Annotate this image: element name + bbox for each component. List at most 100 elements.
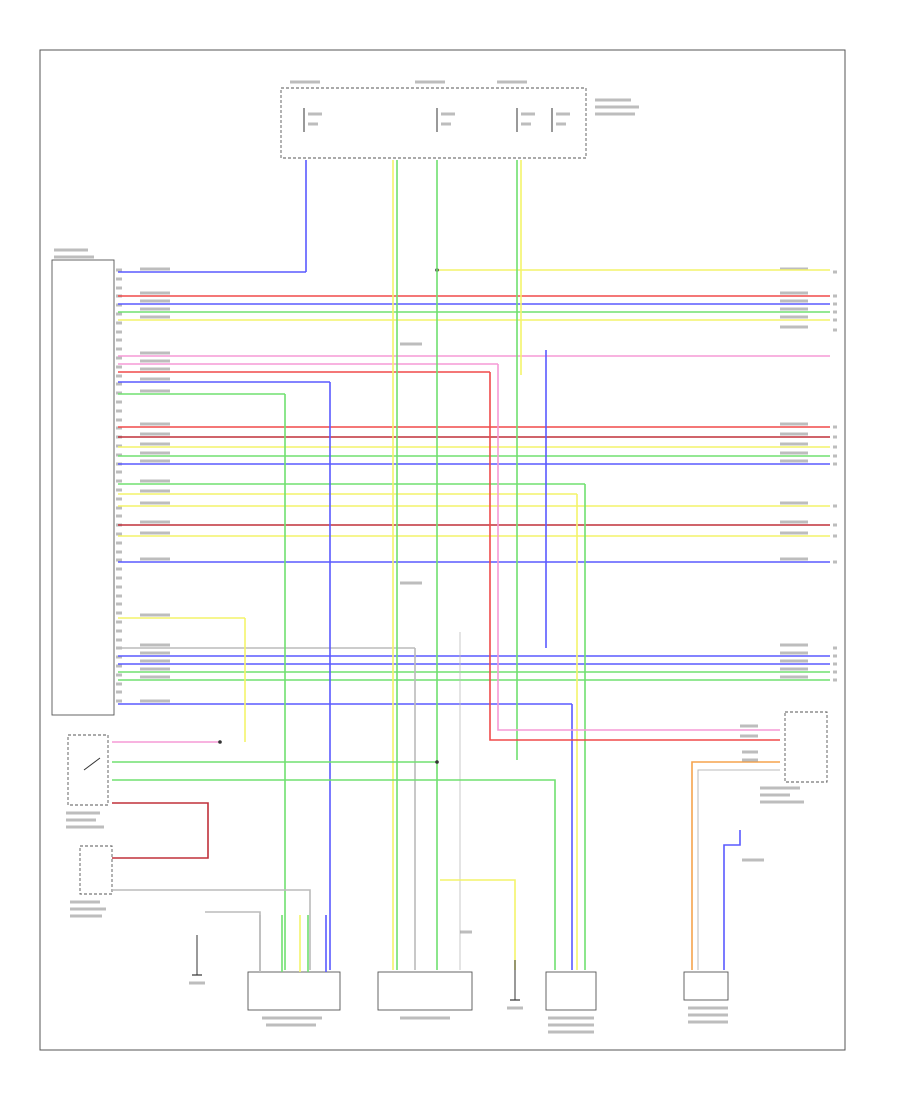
transaxle-switch-label-3 xyxy=(66,825,104,829)
control-module-right-label-1 xyxy=(548,1016,594,1020)
ecm-pin-30 xyxy=(116,532,122,536)
ecm-pin-27 xyxy=(116,506,122,510)
ecm-pin-36 xyxy=(116,585,122,589)
speed-sensor-label-1 xyxy=(760,786,800,790)
ecm-pin-9 xyxy=(116,347,122,351)
page-frame xyxy=(39,49,846,1051)
ecm-wire-label-4 xyxy=(140,315,170,319)
right-connector-pin-16 xyxy=(833,654,837,658)
ecm-wire-label-8 xyxy=(140,377,170,381)
ecm-wire-label-0 xyxy=(140,267,170,271)
right-wire-label-2 xyxy=(780,299,808,303)
transmission-sensor-label-2 xyxy=(266,1023,316,1027)
ecm-pin-6 xyxy=(116,321,122,325)
ecm-pin-40 xyxy=(116,620,122,624)
right-wire-label-18 xyxy=(780,667,808,671)
fuse-feed-label-2 xyxy=(400,581,422,585)
ground-label-1 xyxy=(507,1006,523,1010)
fuse-rating-1 xyxy=(441,122,451,126)
ecm-pin-25 xyxy=(116,488,122,492)
right-connector-pin-11 xyxy=(833,504,837,508)
transaxle-switch-label-1 xyxy=(66,811,100,815)
ecm-wire-label-19 xyxy=(140,531,170,535)
right-wire-label-16 xyxy=(780,651,808,655)
ecm-wire-label-17 xyxy=(140,501,170,505)
ecm-pin-28 xyxy=(116,514,122,518)
ecm-wire-label-14 xyxy=(140,459,170,463)
right-wire-label-8 xyxy=(780,442,808,446)
ecm-pin-12 xyxy=(116,374,122,378)
ecm-pin-34 xyxy=(116,567,122,571)
right-connector-pin-8 xyxy=(833,445,837,449)
fuse-label-1 xyxy=(441,112,455,116)
ecm-pin-41 xyxy=(116,629,122,633)
trans-ground-wire xyxy=(205,911,261,972)
range-switch-label-2 xyxy=(688,1013,728,1017)
ecm-pin-21 xyxy=(116,453,122,457)
automatic-switch xyxy=(79,845,113,895)
range-switch-label-1 xyxy=(688,1006,728,1010)
transaxle-switch-contact xyxy=(83,757,101,771)
ecm-subtitle xyxy=(54,255,94,259)
ecm-wire-label-21 xyxy=(140,613,170,617)
speed-sensor xyxy=(784,711,828,783)
ecm-wire-label-5 xyxy=(140,351,170,355)
ecm-wire-label-25 xyxy=(140,667,170,671)
range-switch-label-3 xyxy=(688,1020,728,1024)
ecm-pin-8 xyxy=(116,338,122,342)
right-wire-label-12 xyxy=(780,520,808,524)
ecm-pin-35 xyxy=(116,576,122,580)
right-connector-pin-2 xyxy=(833,302,837,306)
ecm-wire-label-13 xyxy=(140,451,170,455)
ecm-pin-49 xyxy=(116,699,122,703)
speed-sensor-label-3 xyxy=(760,800,804,804)
right-connector-pin-17 xyxy=(833,662,837,666)
speed-orange-wire xyxy=(691,761,780,970)
ecm-wire-label-1 xyxy=(140,291,170,295)
ecm-wire-label-16 xyxy=(140,489,170,493)
switch-red-loop xyxy=(112,802,209,859)
ecm-pin-18 xyxy=(116,426,122,430)
fuse-feed-label-1 xyxy=(400,342,422,346)
control-module-right-label-2 xyxy=(548,1023,594,1027)
ecm-pin-16 xyxy=(116,409,122,413)
right-wire-label-11 xyxy=(780,501,808,505)
switch-green-long-wire xyxy=(112,779,556,970)
auto-switch-output-wire xyxy=(112,889,311,970)
right-connector-pin-14 xyxy=(833,560,837,564)
ecm-pin-17 xyxy=(116,418,122,422)
ecm-pin-5 xyxy=(116,312,122,316)
fuse-box-header-0 xyxy=(290,80,320,84)
right-wire-label-1 xyxy=(780,291,808,295)
ecm-wire-label-23 xyxy=(140,651,170,655)
ecm-pin-39 xyxy=(116,611,122,615)
ecm-wire-label-6 xyxy=(140,359,170,363)
ecm-pin-37 xyxy=(116,594,122,598)
ecm-pin-31 xyxy=(116,541,122,545)
control-module-right xyxy=(545,971,597,1011)
ecm-wire-label-7 xyxy=(140,367,170,371)
range-switch-connector-label xyxy=(742,858,764,862)
ecm-title xyxy=(54,248,88,252)
range-switch xyxy=(683,971,729,1001)
speed-blue-wire xyxy=(723,830,741,970)
ecm-pin-20 xyxy=(116,444,122,448)
fuse-box-header-1 xyxy=(415,80,445,84)
right-connector-pin-19 xyxy=(833,678,837,682)
right-wire-label-7 xyxy=(780,432,808,436)
ecm-wire-label-11 xyxy=(140,432,170,436)
right-connector-pin-6 xyxy=(833,425,837,429)
transmission-sensor-label-1 xyxy=(262,1016,322,1020)
right-connector-pin-13 xyxy=(833,534,837,538)
ecm-pin-2 xyxy=(116,286,122,290)
ecm-pin-26 xyxy=(116,497,122,501)
ecm-pin-48 xyxy=(116,690,122,694)
ecm-pin-45 xyxy=(116,664,122,668)
fuse-label-0 xyxy=(308,112,322,116)
fuse-box-subtitle xyxy=(595,105,639,109)
right-connector-pin-9 xyxy=(833,454,837,458)
right-connector-pin-5 xyxy=(833,328,837,332)
speed-pin-label-1 xyxy=(742,750,758,754)
sensor-pin-label-2 xyxy=(740,734,758,738)
